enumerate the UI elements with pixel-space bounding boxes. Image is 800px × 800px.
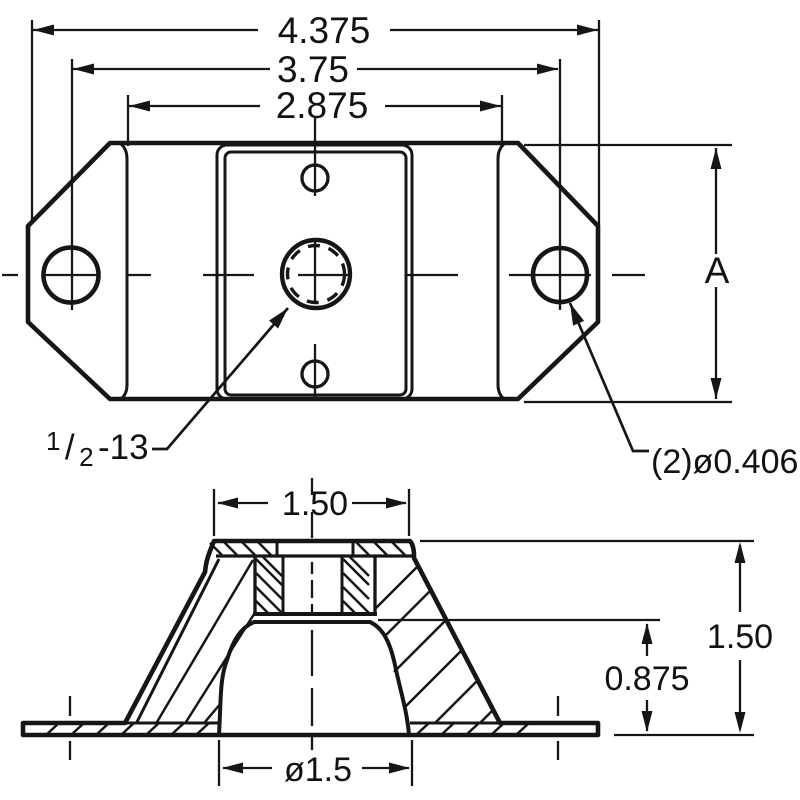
top-view: 4.375 3.75 2.875 A 1 / 2 -13 (2)ø0.406 bbox=[2, 10, 798, 481]
section-extension-lines bbox=[212, 489, 754, 786]
dim-base-hole-diameter-label: ø1.5 bbox=[284, 751, 352, 789]
thread-pitch-suffix: -13 bbox=[98, 428, 149, 467]
cone-inner-surface-left bbox=[135, 558, 221, 723]
thread-size-callout: 1 / 2 -13 bbox=[46, 426, 149, 472]
base-bolt-centerlines bbox=[68, 696, 560, 760]
hole-callout-leader bbox=[568, 302, 649, 453]
dim-hole-spacing-label: 3.75 bbox=[277, 49, 349, 90]
thread-fraction-denominator: 2 bbox=[79, 442, 93, 472]
waist-line-right bbox=[496, 142, 506, 401]
dim-height-label: A bbox=[705, 250, 730, 291]
top-plate-hole-edges bbox=[275, 542, 355, 556]
base-plate-hatch bbox=[45, 722, 530, 736]
dim-center-width-label: 2.875 bbox=[276, 85, 369, 126]
top-view-extension-lines bbox=[30, 20, 732, 404]
rubber-snubber-dome bbox=[216, 620, 412, 737]
top-view-centerlines bbox=[2, 118, 645, 400]
section-view: 1.50 1.50 0.875 ø1.5 bbox=[20, 478, 773, 789]
dim-snubber-height-label: 0.875 bbox=[604, 660, 689, 698]
section-arrowheads bbox=[217, 497, 746, 774]
thread-fraction-numerator: 1 bbox=[46, 426, 60, 456]
dim-overall-height-label: 1.50 bbox=[707, 618, 773, 656]
mounting-hole-callout: (2)ø0.406 bbox=[651, 443, 798, 481]
waist-line-left bbox=[119, 142, 129, 401]
insert-hatch bbox=[255, 556, 370, 615]
dim-top-width-label: 1.50 bbox=[282, 485, 348, 523]
top-view-arrowheads bbox=[33, 24, 722, 399]
mount-outline bbox=[25, 140, 601, 402]
thread-callout-leader bbox=[152, 307, 290, 451]
threaded-insert bbox=[253, 557, 377, 616]
cone-hatch-right bbox=[374, 564, 494, 724]
section-outline bbox=[20, 538, 601, 738]
dim-overall-width-label: 4.375 bbox=[278, 10, 371, 51]
insert-tapped-hole-walls bbox=[281, 557, 344, 614]
top-plate-hatch bbox=[209, 541, 406, 556]
thread-fraction-slash: / bbox=[65, 428, 75, 467]
top-view-dimension-lines bbox=[33, 28, 718, 399]
